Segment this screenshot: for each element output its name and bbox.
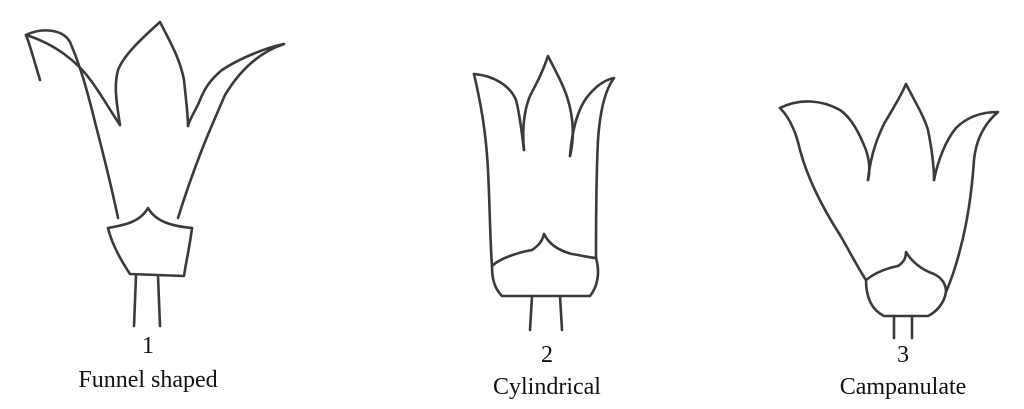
flower-3-number: 3 bbox=[793, 343, 1013, 367]
funnel-stalk bbox=[134, 276, 160, 326]
campanulate-stalk bbox=[894, 316, 912, 338]
flower-1-number: 1 bbox=[38, 334, 258, 358]
cylindrical-right-petal bbox=[570, 78, 614, 258]
funnel-calyx bbox=[108, 228, 192, 276]
campanulate-flower bbox=[780, 84, 998, 338]
cylindrical-calyx bbox=[492, 234, 598, 296]
campanulate-left-side bbox=[780, 108, 866, 280]
campanulate-left-petal bbox=[780, 101, 869, 180]
campanulate-calyx bbox=[866, 252, 946, 316]
funnel-corolla-outline bbox=[26, 30, 284, 228]
cylindrical-flower bbox=[474, 56, 614, 330]
campanulate-middle-petal bbox=[868, 84, 934, 180]
flower-1-label: Funnel shaped bbox=[38, 368, 258, 392]
flower-3-label: Campanulate bbox=[793, 375, 1013, 399]
campanulate-right-petal bbox=[934, 112, 998, 292]
funnel-middle-petal bbox=[116, 22, 188, 126]
flower-2-label: Cylindrical bbox=[437, 375, 657, 399]
cylindrical-middle-petal bbox=[523, 56, 573, 156]
flower-2-number: 2 bbox=[437, 343, 657, 367]
cylindrical-stalk bbox=[530, 296, 562, 330]
cylindrical-left-side bbox=[474, 74, 492, 266]
funnel-shaped-flower bbox=[26, 22, 284, 326]
funnel-left-petal-edge bbox=[26, 35, 40, 80]
